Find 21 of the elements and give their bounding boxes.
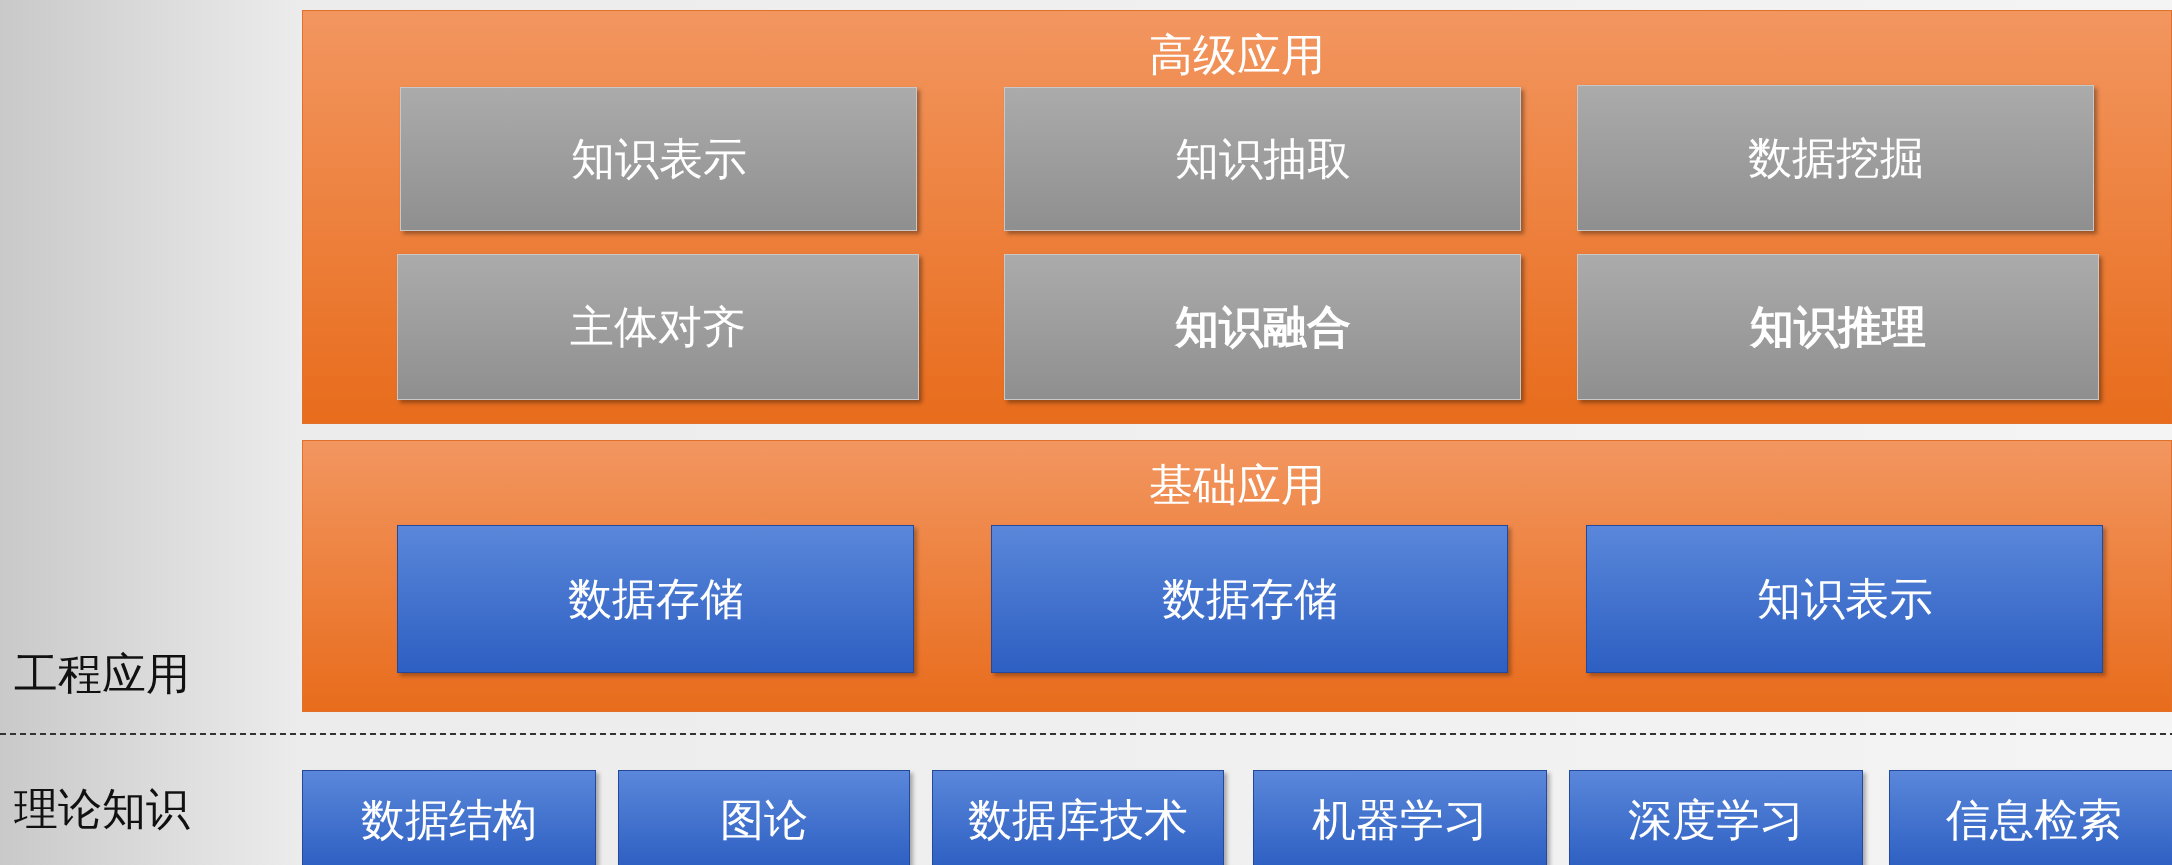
- layer-label: 工程应用: [14, 647, 190, 701]
- topic-box: 数据存储: [991, 525, 1508, 673]
- topic-box: 知识表示: [400, 87, 917, 231]
- application-panel: [302, 440, 2172, 712]
- topic-box: 机器学习: [1253, 770, 1547, 865]
- application-panel: [302, 10, 2172, 424]
- layer-label: 理论知识: [14, 782, 190, 836]
- topic-box: 数据结构: [302, 770, 596, 865]
- topic-box: 数据库技术: [932, 770, 1224, 865]
- topic-box: 深度学习: [1569, 770, 1863, 865]
- topic-box: 知识抽取: [1004, 87, 1521, 231]
- topic-box: 图论: [618, 770, 910, 865]
- topic-box: 知识融合: [1004, 254, 1521, 400]
- topic-box: 数据挖掘: [1577, 85, 2094, 231]
- topic-box: 数据存储: [397, 525, 914, 673]
- topic-box: 信息检索: [1889, 770, 2172, 865]
- topic-box: 知识推理: [1577, 254, 2099, 400]
- panel-title: 高级应用: [1149, 29, 1325, 82]
- topic-box: 知识表示: [1586, 525, 2103, 673]
- panel-title: 基础应用: [1149, 459, 1325, 512]
- topic-box: 主体对齐: [397, 254, 919, 400]
